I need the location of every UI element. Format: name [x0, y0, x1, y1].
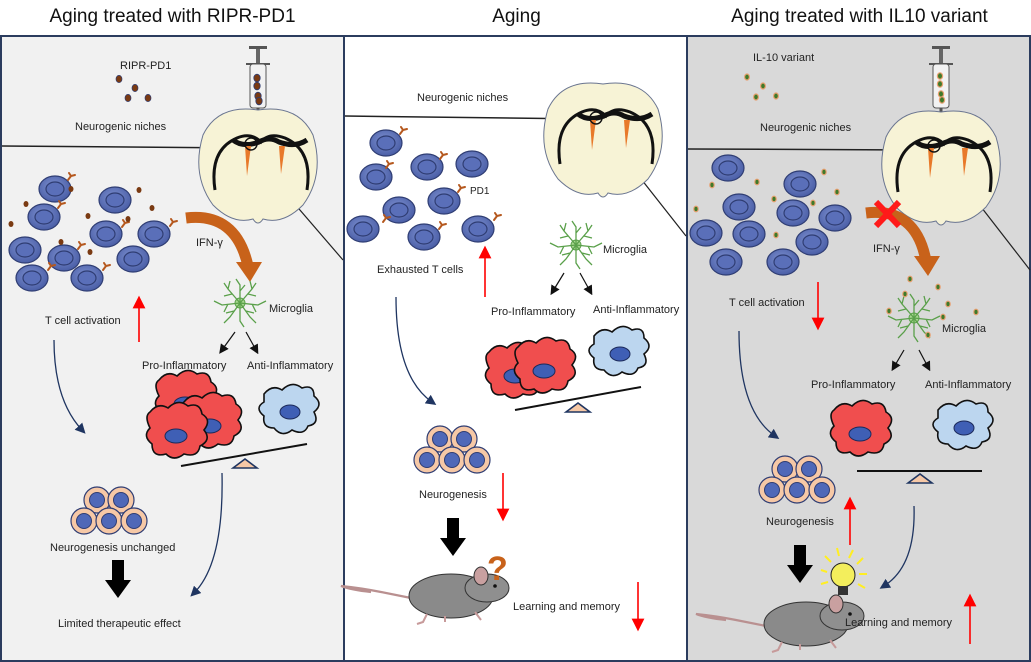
- anti-inflammatory-macrophage: [932, 399, 994, 451]
- il10-variant-particles: [743, 73, 779, 101]
- panel-title-il10-variant: Aging treated with IL10 variant: [731, 6, 988, 27]
- microglia-icon: [213, 278, 267, 328]
- big-down-arrow: [787, 545, 813, 583]
- microglia-icon: [887, 293, 941, 343]
- neuron-cluster-icon: [414, 426, 490, 473]
- ripr-pd1-particles: [115, 75, 152, 102]
- microglia-label: Microglia: [942, 323, 987, 335]
- lightbulb-icon: [820, 547, 867, 595]
- neuron-cluster-icon: [71, 487, 147, 534]
- agent-label: RIPR-PD1: [120, 60, 172, 72]
- brain-section-icon: [544, 83, 662, 197]
- big-down-arrow: [105, 560, 131, 598]
- pro-inflammatory-label: Pro-Inflammatory: [491, 306, 576, 318]
- panel-2-graphics: [339, 83, 687, 632]
- pro-inflammatory-macrophages: [145, 369, 243, 459]
- panel-title-ripr-pd1: Aging treated with RIPR-PD1: [49, 6, 296, 27]
- anti-inflammatory-macrophage: [258, 383, 320, 435]
- pro-inflammatory-label: Pro-Inflammatory: [811, 379, 896, 391]
- niches-label: Neurogenic niches: [417, 92, 509, 104]
- microglia-label: Microglia: [603, 244, 648, 256]
- neurogenesis-label: Neurogenesis: [419, 489, 487, 501]
- agent-label: IL-10 variant: [753, 52, 815, 64]
- blocked-x-icon: [873, 199, 902, 229]
- syringe-icon: [928, 45, 954, 137]
- syringe-icon: [245, 45, 271, 137]
- niches-label: Neurogenic niches: [760, 122, 852, 134]
- ifn-gamma-arrow: [865, 206, 932, 263]
- big-down-arrow: [440, 518, 466, 556]
- tcell-label: T cell activation: [729, 297, 805, 309]
- cytokine-label: IFN-γ: [873, 243, 900, 255]
- ifn-gamma-arrow: [185, 211, 254, 268]
- neuron-cluster-icon: [759, 456, 835, 503]
- pro-inflammatory-macrophage: [829, 399, 893, 457]
- anti-inflammatory-label: Anti-Inflammatory: [247, 360, 334, 372]
- brain-section-icon: [882, 111, 1000, 225]
- microglia-label: Microglia: [269, 303, 314, 315]
- anti-inflammatory-label: Anti-Inflammatory: [593, 304, 680, 316]
- panel-title-aging: Aging: [492, 6, 541, 27]
- brain-section-icon: [199, 109, 317, 223]
- pro-inflammatory-label: Pro-Inflammatory: [142, 360, 227, 372]
- mouse-icon: [694, 593, 866, 654]
- anti-inflammatory-label: Anti-Inflammatory: [925, 379, 1012, 391]
- balance-beam: [180, 443, 308, 467]
- anti-inflammatory-macrophage: [588, 325, 650, 377]
- panel-3-graphics: [687, 45, 1031, 654]
- tcell-label: Exhausted T cells: [377, 264, 464, 276]
- mouse-icon: [339, 565, 511, 626]
- pro-inflammatory-macrophages: [484, 336, 577, 399]
- t-cell-cluster: [8, 172, 178, 292]
- neurogenesis-label: Neurogenesis: [766, 516, 834, 528]
- balance-fulcrum: [563, 402, 593, 413]
- outcome-label: Learning and memory: [845, 617, 953, 629]
- cytokine-label: IFN-γ: [196, 237, 223, 249]
- balance-fulcrum: [905, 473, 935, 484]
- balance-beam: [514, 386, 642, 411]
- neurogenesis-label: Neurogenesis unchanged: [50, 542, 176, 554]
- panel-1-graphics: [1, 45, 344, 598]
- balance-fulcrum: [230, 458, 260, 469]
- microglia-icon: [549, 220, 603, 270]
- outcome-label: Learning and memory: [513, 601, 621, 613]
- pd1-label: PD1: [470, 186, 490, 197]
- il10-variant-particles: [886, 275, 979, 339]
- question-mark: ?: [487, 550, 508, 588]
- niches-label: Neurogenic niches: [75, 121, 167, 133]
- t-cell-cluster: [689, 154, 852, 276]
- outcome-label: Limited therapeutic effect: [58, 618, 181, 630]
- tcell-label: T cell activation: [45, 315, 121, 327]
